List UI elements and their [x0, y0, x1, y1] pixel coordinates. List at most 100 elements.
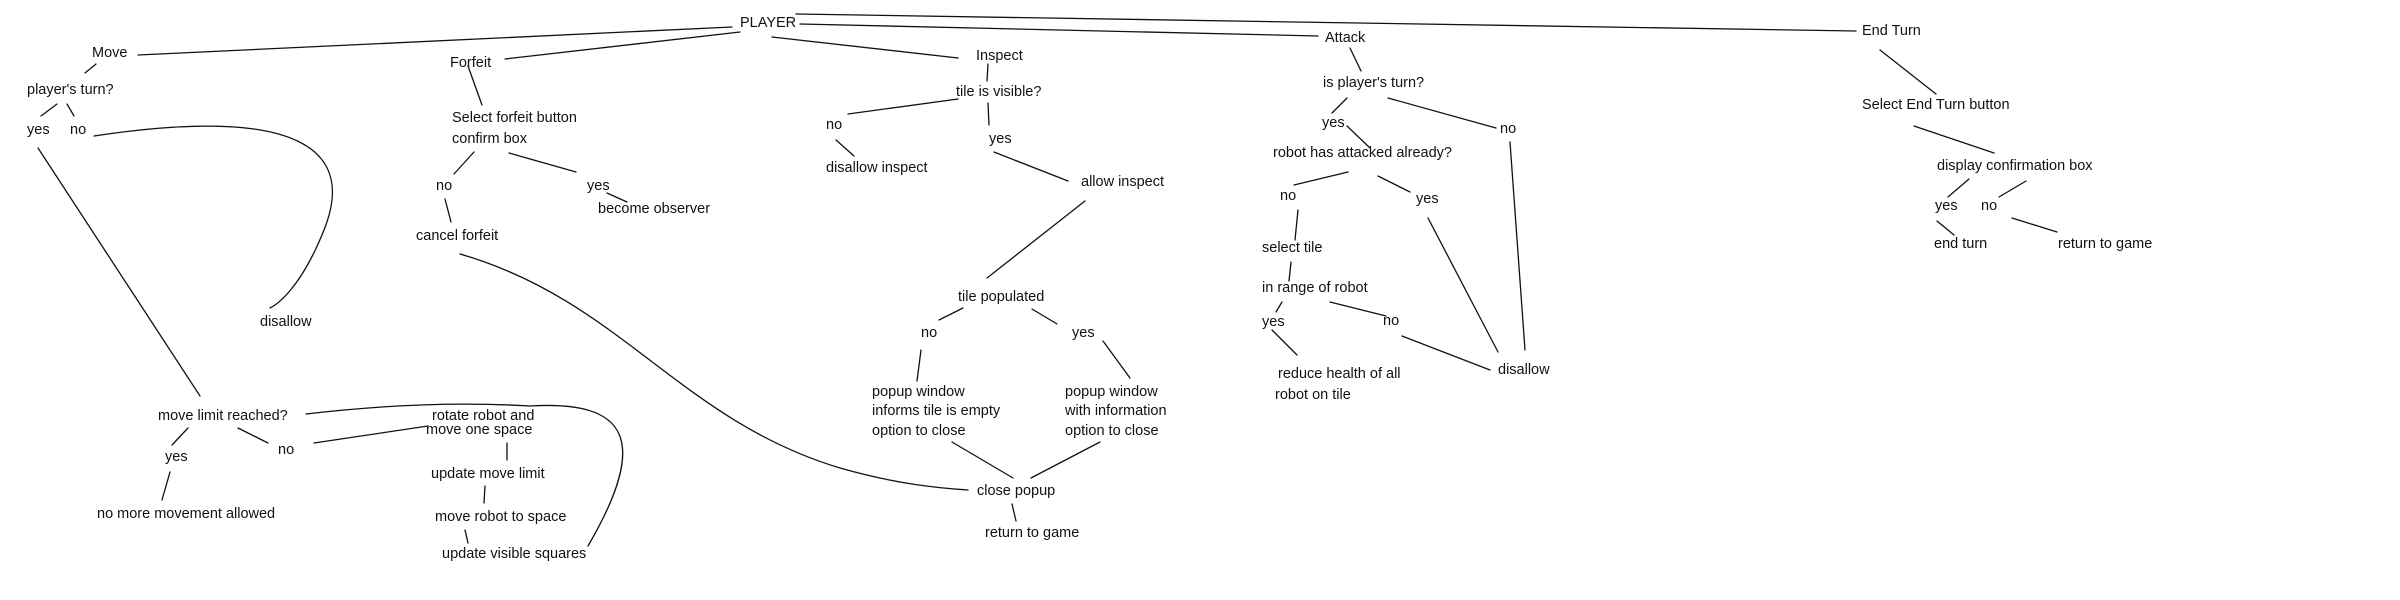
edge-yes-endturn	[1936, 220, 1955, 236]
edge-populated-yes	[1031, 308, 1058, 325]
node-tile-populated: tile populated	[958, 289, 1044, 305]
node-move-disallow: disallow	[260, 314, 312, 330]
edge-no-disallow-a	[1401, 335, 1491, 371]
edge-no-returngame	[2011, 217, 2058, 233]
connector-lines	[37, 13, 2058, 547]
node-attacked-no: no	[1280, 188, 1296, 204]
node-forfeit-yes: yes	[587, 178, 610, 194]
edge-tilevisible-no	[847, 98, 959, 115]
node-move-turn-check: player's turn?	[27, 82, 114, 98]
edge-player-forfeit	[504, 31, 741, 60]
node-become-observer: become observer	[598, 201, 710, 217]
edge-endturn-select	[1879, 49, 1937, 95]
node-select-end-turn: Select End Turn button	[1862, 97, 2010, 113]
edge-confirm-no	[453, 151, 475, 175]
edge-turncheck-yes-a	[1331, 97, 1348, 114]
edge-inspect-tilevisible	[986, 63, 989, 82]
node-populated-yes: yes	[1072, 325, 1095, 341]
node-disallow-inspect: disallow inspect	[826, 160, 928, 176]
edge-no-popupempty	[916, 349, 922, 382]
node-populated-no: no	[921, 325, 937, 341]
node-inspect: Inspect	[976, 48, 1023, 64]
node-no-more-movement: no more movement allowed	[97, 506, 275, 522]
edge-yes-reduce	[1271, 329, 1298, 356]
edge-no-rotate	[313, 425, 429, 444]
edge-confirm-yes	[508, 152, 577, 173]
node-forfeit-no: no	[436, 178, 452, 194]
edge-move-turncheck	[84, 63, 97, 74]
node-display-confirmation: display confirmation box	[1937, 158, 2093, 174]
node-attack-no: no	[1500, 121, 1516, 137]
node-labels: PLAYER Move player's turn? yes no disall…	[27, 15, 2152, 562]
node-popup-empty-line1: popup window	[872, 384, 965, 400]
node-close-popup: close popup	[977, 483, 1055, 499]
edge-turncheck-no	[66, 103, 75, 117]
node-attack-yes: yes	[1322, 115, 1345, 131]
edge-no-disallow	[93, 125, 333, 309]
edge-player-endturn	[795, 13, 1857, 32]
node-end-no: no	[1981, 198, 1997, 214]
node-range-yes: yes	[1262, 314, 1285, 330]
edge-populated-no	[938, 307, 964, 321]
edge-player-attack	[799, 23, 1319, 37]
edge-yes-disallow-a	[1427, 217, 1499, 353]
edge-inrange-yes	[1275, 301, 1283, 313]
edge-yes-allowinspect	[993, 151, 1069, 182]
node-rotate-robot-line2: move one space	[426, 422, 532, 438]
edge-no-selecttile	[1294, 209, 1299, 241]
node-cancel-forfeit: cancel forfeit	[416, 228, 498, 244]
node-range-no: no	[1383, 313, 1399, 329]
node-select-tile: select tile	[1262, 240, 1322, 256]
edge-selecttile-inrange	[1288, 261, 1292, 282]
edge-yes-nomore	[161, 471, 171, 501]
node-move-limit-no: no	[278, 442, 294, 458]
node-select-forfeit-line2: confirm box	[452, 131, 528, 147]
edge-player-inspect	[771, 36, 959, 59]
node-allow-inspect: allow inspect	[1081, 174, 1164, 190]
node-move-robot: move robot to space	[435, 509, 566, 525]
node-move: Move	[92, 45, 127, 61]
node-popup-empty-line2: informs tile is empty	[872, 403, 1001, 419]
node-return-to-game-inspect: return to game	[985, 525, 1079, 541]
node-inspect-yes: yes	[989, 131, 1012, 147]
edge-no-cancel	[444, 198, 452, 223]
edge-moverobot-updatevisible	[464, 529, 469, 544]
node-move-limit-check: move limit reached?	[158, 408, 288, 424]
edge-cancel-closepopup	[459, 253, 969, 491]
edge-turncheck-yes	[40, 103, 58, 117]
node-popup-info-line2: with information	[1064, 403, 1167, 419]
edge-robotattacked-yes	[1377, 175, 1411, 193]
edge-yes-robotattacked	[1346, 125, 1371, 149]
node-move-no: no	[70, 122, 86, 138]
edge-popupinfo-close	[1030, 441, 1101, 479]
node-tile-visible: tile is visible?	[956, 84, 1041, 100]
edge-robotattacked-no	[1293, 171, 1349, 186]
edge-yes-popupinfo	[1102, 340, 1131, 379]
edge-popupempty-close	[951, 441, 1014, 479]
edge-turncheck-no-a	[1387, 97, 1497, 129]
node-end-yes: yes	[1935, 198, 1958, 214]
node-select-forfeit-line1: Select forfeit button	[452, 110, 577, 126]
edge-updatevisible-loop	[305, 403, 624, 547]
node-popup-empty-line3: option to close	[872, 423, 966, 439]
node-reduce-health-line1: reduce health of all	[1278, 366, 1401, 382]
edge-close-return	[1011, 503, 1017, 522]
edge-allowinspect-populated	[986, 200, 1086, 279]
node-update-visible: update visible squares	[442, 546, 586, 562]
node-move-limit-yes: yes	[165, 449, 188, 465]
edge-limit-yes	[171, 427, 189, 446]
edge-display-yes	[1947, 178, 1970, 198]
node-move-yes: yes	[27, 122, 50, 138]
edge-yes-observer	[606, 192, 628, 203]
node-rotate-robot-line1: rotate robot and	[432, 408, 534, 424]
edge-inrange-no	[1329, 301, 1387, 317]
node-attack-disallow: disallow	[1498, 362, 1550, 378]
edge-forfeit-select	[467, 65, 483, 106]
node-update-move-limit: update move limit	[431, 466, 545, 482]
node-popup-info-line1: popup window	[1065, 384, 1158, 400]
edge-yes-limitcheck	[37, 147, 201, 397]
node-popup-info-line3: option to close	[1065, 423, 1159, 439]
node-reduce-health-line2: robot on tile	[1275, 387, 1351, 403]
node-attack: Attack	[1325, 30, 1366, 46]
